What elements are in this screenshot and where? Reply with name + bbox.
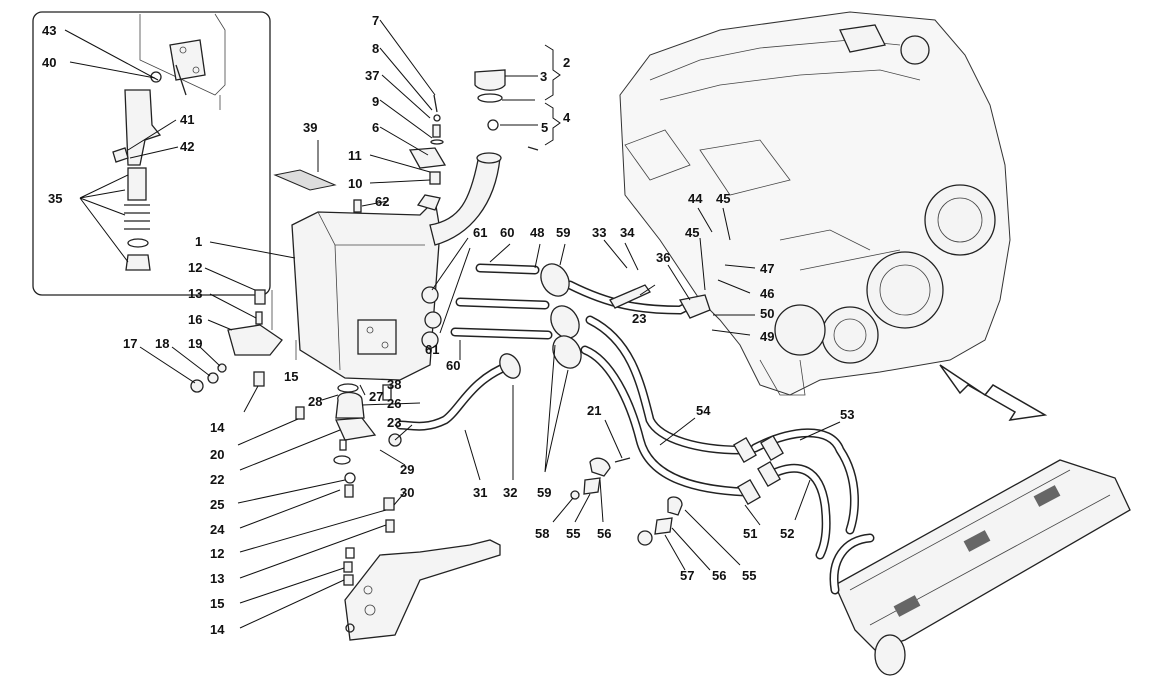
callout-22: 22 [210,472,224,487]
callout-5: 5 [541,120,548,135]
callout-19: 19 [188,336,202,351]
callout-37: 37 [365,68,379,83]
callout-25: 25 [210,497,224,512]
callout-23-right: 23 [632,311,646,326]
callout-26: 26 [387,396,401,411]
callout-8: 8 [372,41,379,56]
callout-34: 34 [620,225,635,240]
leader-lines [64,19,841,629]
callout-55-left: 55 [566,526,580,541]
mounting-hardware [353,94,447,213]
callout-18: 18 [155,336,169,351]
callout-54: 54 [696,403,711,418]
callout-38: 38 [387,377,401,392]
callout-11: 11 [348,148,362,163]
callout-17: 17 [123,336,137,351]
callout-numbers: 43 40 41 42 35 7 8 37 9 6 11 10 62 39 2 … [42,13,854,637]
callout-20: 20 [210,447,224,462]
oil-filter-assembly [295,383,402,533]
callout-36: 36 [656,250,670,265]
callout-47: 47 [760,261,774,276]
callout-14-lower: 14 [210,622,225,637]
oil-radiator [834,459,1131,676]
callout-39: 39 [303,120,317,135]
callout-35: 35 [48,191,62,206]
callout-62: 62 [375,194,389,209]
callout-50: 50 [760,306,774,321]
callout-30: 30 [400,485,414,500]
tank-bracket [190,289,297,393]
callout-2: 2 [563,55,570,70]
callout-42: 42 [180,139,194,154]
callout-60-upper: 60 [500,225,514,240]
clips-and-clamps [570,457,683,546]
callout-21: 21 [587,403,601,418]
callout-51: 51 [743,526,757,541]
callout-32: 32 [503,485,517,500]
callout-31: 31 [473,485,487,500]
callout-6: 6 [372,120,379,135]
callout-9: 9 [372,94,379,109]
callout-61-upper: 61 [473,225,487,240]
callout-49: 49 [760,329,774,344]
callout-52: 52 [780,526,794,541]
callout-57: 57 [680,568,694,583]
callout-56-left: 56 [597,526,611,541]
callout-55-right: 55 [742,568,756,583]
callout-27: 27 [369,389,383,404]
callout-33: 33 [592,225,606,240]
direction-arrow [939,364,1048,421]
callout-45-lower: 45 [685,225,699,240]
oil-tank [291,152,502,381]
callout-56-right: 56 [712,568,726,583]
callout-15-upper: 15 [284,369,298,384]
callout-45-upper: 45 [716,191,730,206]
callout-28: 28 [308,394,322,409]
callout-59-upper: 59 [556,225,570,240]
callout-29: 29 [400,462,414,477]
callout-23-left: 23 [387,415,401,430]
callout-12-lower: 12 [210,546,224,561]
callout-53: 53 [840,407,854,422]
filler-cap-parts [474,69,539,151]
callout-13-lower: 13 [210,571,224,586]
callout-41: 41 [180,112,194,127]
callout-43: 43 [42,23,56,38]
engine-illustration [619,11,1011,396]
callout-16: 16 [188,312,202,327]
callout-14-upper: 14 [210,420,225,435]
callout-58: 58 [535,526,549,541]
callout-46: 46 [760,286,774,301]
callout-1: 1 [195,234,202,249]
oil-hoses [395,263,875,595]
callout-60-lower: 60 [446,358,460,373]
callout-48: 48 [530,225,544,240]
callout-44: 44 [688,191,703,206]
callout-40: 40 [42,55,56,70]
callout-3: 3 [540,69,547,84]
callout-10: 10 [348,176,362,191]
callout-13-upper: 13 [188,286,202,301]
insulation-pad [273,169,337,191]
callout-7: 7 [372,13,379,28]
callout-61-lower: 61 [425,342,439,357]
lower-mounting-bracket [343,539,501,641]
callout-59-lower: 59 [537,485,551,500]
callout-12-upper: 12 [188,260,202,275]
callout-4: 4 [563,110,571,125]
callout-24: 24 [210,522,225,537]
callout-15-lower: 15 [210,596,224,611]
